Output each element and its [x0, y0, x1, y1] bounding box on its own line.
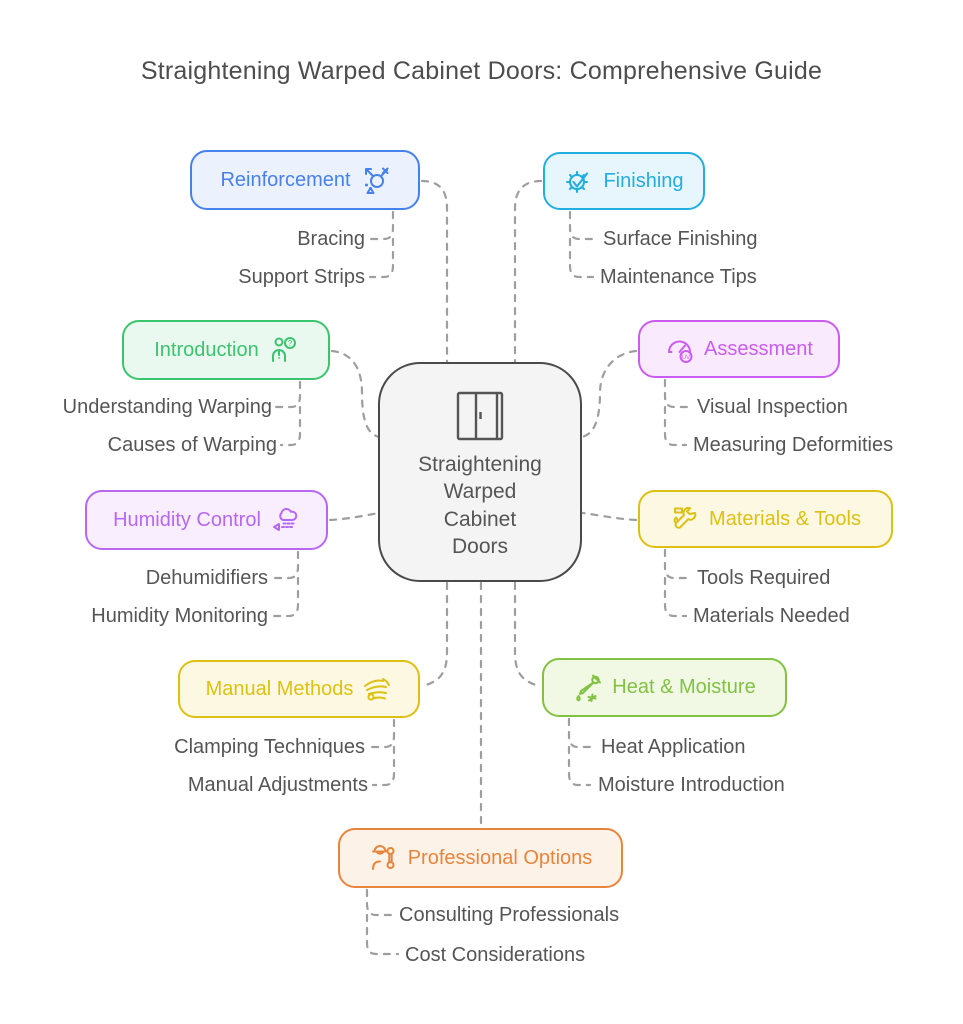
center-node[interactable]: Straightening Warped Cabinet Doors	[378, 362, 582, 582]
child-topic-manual-adjustments[interactable]: Manual Adjustments	[187, 774, 368, 796]
branch-node-finishing[interactable]: Finishing	[543, 152, 705, 210]
branch-label: Manual Methods	[205, 677, 354, 700]
branch-node-reinforcement[interactable]: Reinforcement	[190, 150, 420, 210]
child-topic-cost-considerations[interactable]: Cost Considerations	[405, 944, 586, 966]
branch-label: Professional Options	[407, 846, 593, 869]
center-label: Straightening Warped Cabinet Doors	[418, 453, 542, 558]
branch-node-introduction[interactable]: Introduction ?	[122, 320, 330, 380]
cloud-rain-icon	[272, 507, 298, 531]
child-topic-visual-inspection[interactable]: Visual Inspection	[697, 396, 848, 418]
branch-node-materials-tools[interactable]: Materials & Tools	[638, 490, 893, 548]
child-topic-bracing[interactable]: Bracing	[297, 228, 365, 250]
child-topic-maintenance-tips[interactable]: Maintenance Tips	[600, 266, 757, 288]
branch-label: Materials & Tools	[709, 507, 861, 530]
dropper-icon	[576, 674, 602, 702]
worker-wrench-icon	[371, 845, 395, 870]
gear-check-icon	[566, 170, 589, 194]
branch-node-manual-methods[interactable]: Manual Methods	[178, 660, 420, 718]
branch-node-humidity-control[interactable]: Humidity Control	[85, 490, 328, 550]
wrench-drop-icon	[673, 506, 697, 529]
branch-label: Finishing	[603, 169, 684, 192]
branch-label: Reinforcement	[220, 168, 351, 191]
person-question-icon: ?	[271, 337, 296, 362]
branch-label: Humidity Control	[113, 508, 261, 531]
branch-node-heat-moisture[interactable]: Heat & Moisture	[542, 658, 787, 717]
child-topic-heat-application[interactable]: Heat Application	[601, 736, 746, 758]
hand-scribble-icon	[364, 678, 391, 701]
child-topic-understanding-warping[interactable]: Understanding Warping	[62, 396, 272, 418]
child-topic-consulting-professionals[interactable]: Consulting Professionals	[399, 904, 620, 926]
page-title: Straightening Warped Cabinet Doors: Comp…	[140, 57, 823, 85]
svg-text:?: ?	[288, 339, 293, 348]
child-topic-surface-finishing[interactable]: Surface Finishing	[603, 228, 758, 250]
branch-node-assessment[interactable]: UV Assessment	[638, 320, 840, 378]
branch-label: Heat & Moisture	[612, 676, 756, 698]
svg-text:UV: UV	[682, 355, 690, 361]
child-topic-support-strips[interactable]: Support Strips	[238, 266, 365, 288]
child-topic-humidity-monitoring[interactable]: Humidity Monitoring	[91, 605, 268, 627]
scatter-arrows-icon	[364, 167, 389, 194]
branch-label: Assessment	[704, 337, 813, 360]
child-topic-causes-of-warping[interactable]: Causes of Warping	[107, 434, 277, 456]
child-topic-materials-needed[interactable]: Materials Needed	[693, 605, 850, 627]
child-topic-tools-required[interactable]: Tools Required	[697, 567, 831, 589]
branch-node-professional-options[interactable]: Professional Options	[338, 828, 623, 888]
child-topic-measuring-deformities[interactable]: Measuring Deformities	[693, 434, 894, 456]
gauge-uv-icon: UV	[668, 340, 693, 363]
child-topic-dehumidifiers[interactable]: Dehumidifiers	[145, 567, 268, 589]
child-topic-moisture-introduction[interactable]: Moisture Introduction	[598, 774, 785, 796]
branch-label: Introduction	[154, 338, 259, 361]
child-topic-clamping-techniques[interactable]: Clamping Techniques	[174, 736, 365, 758]
cabinet-door-icon	[456, 391, 504, 441]
